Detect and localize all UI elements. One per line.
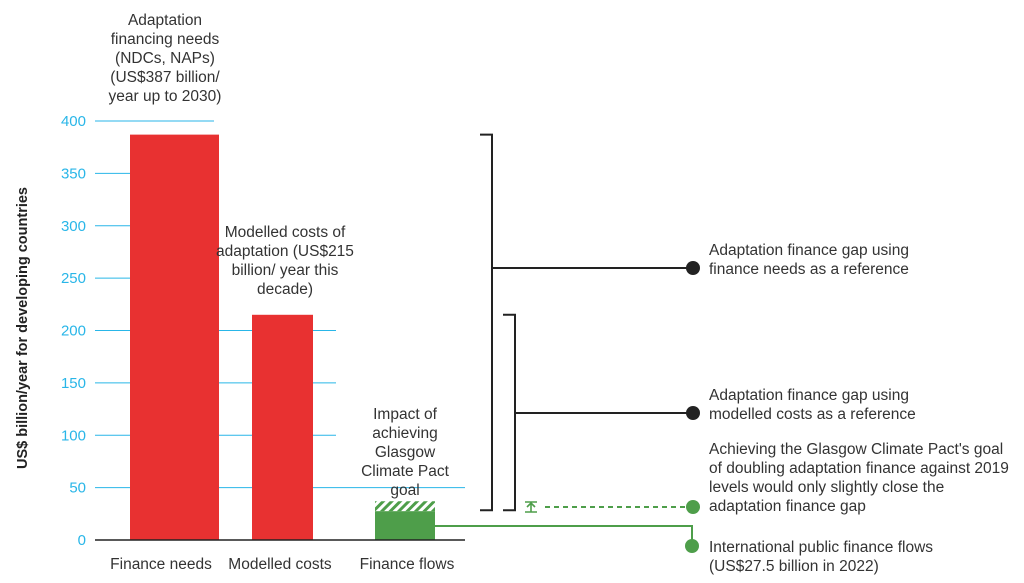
y-axis-label: US$ billion/year for developing countrie… [15, 187, 31, 469]
bracket-needs-gap [480, 133, 493, 512]
y-tick-300: 300 [61, 218, 86, 235]
y-tick-400: 400 [61, 113, 86, 130]
dot-glasgow [686, 500, 700, 514]
bar-glasgow-goal [375, 501, 435, 512]
annotation-glasgow: Impact of achieving Glasgow Climate Pact… [361, 406, 449, 499]
callout-costs-gap: Adaptation finance gap using modelled co… [709, 387, 916, 423]
dot-flows [685, 539, 699, 553]
y-tick-100: 100 [61, 427, 86, 444]
annotation-finance-needs: Adaptation financing needs (NDCs, NAPs) … [108, 12, 222, 105]
bar-finance-flows [375, 511, 435, 540]
x-tick-modelled-costs: Modelled costs [228, 556, 332, 573]
y-tick-150: 150 [61, 375, 86, 392]
callout-flows: International public finance flows (US$2… [709, 539, 934, 575]
y-tick-0: 0 [78, 532, 86, 549]
x-tick-finance-flows: Finance flows [359, 556, 455, 573]
dot-needs-gap [686, 261, 700, 275]
dot-costs-gap [686, 406, 700, 420]
bar-modelled-costs [252, 314, 313, 540]
x-tick-finance-needs: Finance needs [110, 556, 212, 573]
small-gap-icon [525, 501, 537, 513]
bar-finance-needs [130, 134, 219, 540]
callout-needs-gap: Adaptation finance gap using finance nee… [709, 242, 909, 278]
y-tick-250: 250 [61, 270, 86, 287]
annotation-modelled-costs: Modelled costs of adaptation (US$215 bil… [216, 224, 354, 298]
y-tick-50: 50 [69, 480, 86, 497]
bracket-costs-gap [503, 313, 516, 512]
y-tick-350: 350 [61, 165, 86, 182]
connector-flows [435, 525, 693, 546]
callout-glasgow: Achieving the Glasgow Climate Pact's goa… [709, 441, 1009, 515]
y-tick-200: 200 [61, 323, 86, 340]
